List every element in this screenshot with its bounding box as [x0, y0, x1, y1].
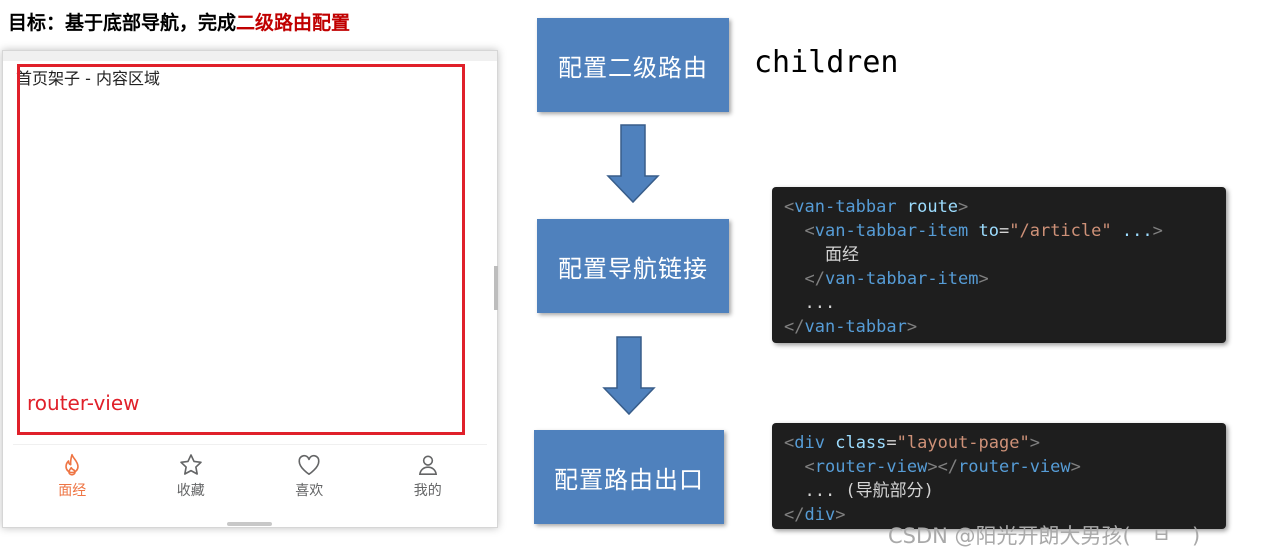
- page-title: 目标：基于底部导航，完成二级路由配置: [8, 12, 351, 34]
- phone-screen: 首页架子 - 内容区域 router-view 面经 收藏 喜欢 我的: [13, 61, 487, 527]
- tab-label: 喜欢: [295, 483, 324, 499]
- tab-label: 面经: [58, 483, 87, 499]
- down-arrow-icon: [606, 124, 660, 204]
- user-icon: [418, 455, 437, 476]
- home-indicator: [227, 522, 272, 526]
- star-icon: [179, 454, 202, 475]
- step-configure-nav-links: 配置导航链接: [537, 219, 729, 313]
- fire-icon: [65, 453, 80, 476]
- code-block-tabbar: <van-tabbar route> <van-tabbar-item to="…: [772, 187, 1226, 343]
- tab-mianjing[interactable]: 面经: [13, 445, 132, 507]
- tab-shoucang[interactable]: 收藏: [132, 445, 251, 507]
- children-annotation: children: [754, 45, 899, 80]
- down-arrow-icon: [602, 336, 656, 416]
- step-configure-router-outlet: 配置路由出口: [534, 430, 724, 524]
- code-block-layout: <div class="layout-page"> <router-view><…: [772, 423, 1226, 529]
- tab-xihuan[interactable]: 喜欢: [250, 445, 369, 507]
- title-highlight: 二级路由配置: [236, 12, 351, 34]
- phone-mockup: 首页架子 - 内容区域 router-view 面经 收藏 喜欢 我的: [2, 50, 498, 528]
- router-view-label: router-view: [27, 391, 140, 415]
- tab-label: 我的: [413, 483, 442, 499]
- tab-wode[interactable]: 我的: [369, 445, 488, 507]
- heart-icon: [298, 454, 320, 476]
- phone-top-bar: [3, 51, 497, 61]
- router-view-outline: [17, 64, 465, 435]
- bottom-tabbar: 面经 收藏 喜欢 我的: [13, 444, 487, 507]
- watermark: CSDN @阳光开朗大男孩( ㅂ ): [888, 524, 1201, 548]
- step-configure-child-routes: 配置二级路由: [537, 18, 729, 112]
- tab-label: 收藏: [176, 483, 205, 499]
- content-area-label: 首页架子 - 内容区域: [16, 69, 160, 88]
- scrollbar-handle[interactable]: [494, 266, 498, 310]
